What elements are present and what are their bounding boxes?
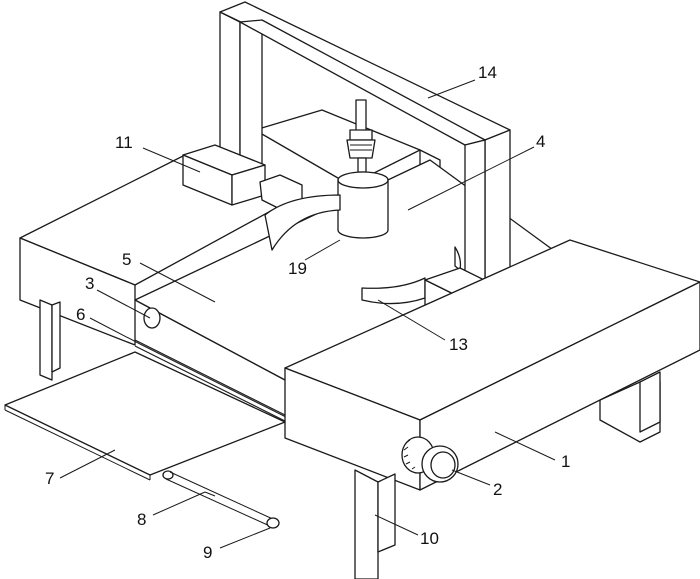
support-leg-right	[599, 371, 661, 443]
support-leg	[354, 469, 396, 579]
label-19: 19	[288, 259, 307, 278]
label-5: 5	[122, 250, 131, 269]
link-rod	[162, 470, 276, 528]
arc-blade	[264, 194, 341, 251]
label-4: 4	[536, 132, 545, 151]
label-10: 10	[420, 529, 439, 548]
part-labels: 11 14 4 5 3 6 19 13 1 2 7 8 9 10	[45, 63, 570, 562]
label-1: 1	[561, 452, 570, 471]
feed-plate	[4, 351, 286, 481]
portal-frame	[219, 1, 511, 306]
roller	[143, 307, 161, 329]
label-6: 6	[76, 305, 85, 324]
leader-lines	[59, 79, 556, 549]
label-2: 2	[493, 480, 502, 499]
cutter-head	[337, 99, 389, 239]
machine-base	[284, 239, 700, 491]
label-3: 3	[85, 274, 94, 293]
support-leg-left	[39, 299, 61, 381]
label-8: 8	[137, 510, 146, 529]
label-14: 14	[478, 63, 497, 82]
curved-guide	[361, 246, 462, 305]
label-7: 7	[45, 469, 54, 488]
pivot-joint	[266, 517, 280, 529]
label-13: 13	[449, 335, 468, 354]
label-11: 11	[115, 133, 133, 152]
guide-rod	[134, 339, 289, 422]
label-9: 9	[203, 543, 212, 562]
adjusting-knob	[401, 436, 459, 483]
